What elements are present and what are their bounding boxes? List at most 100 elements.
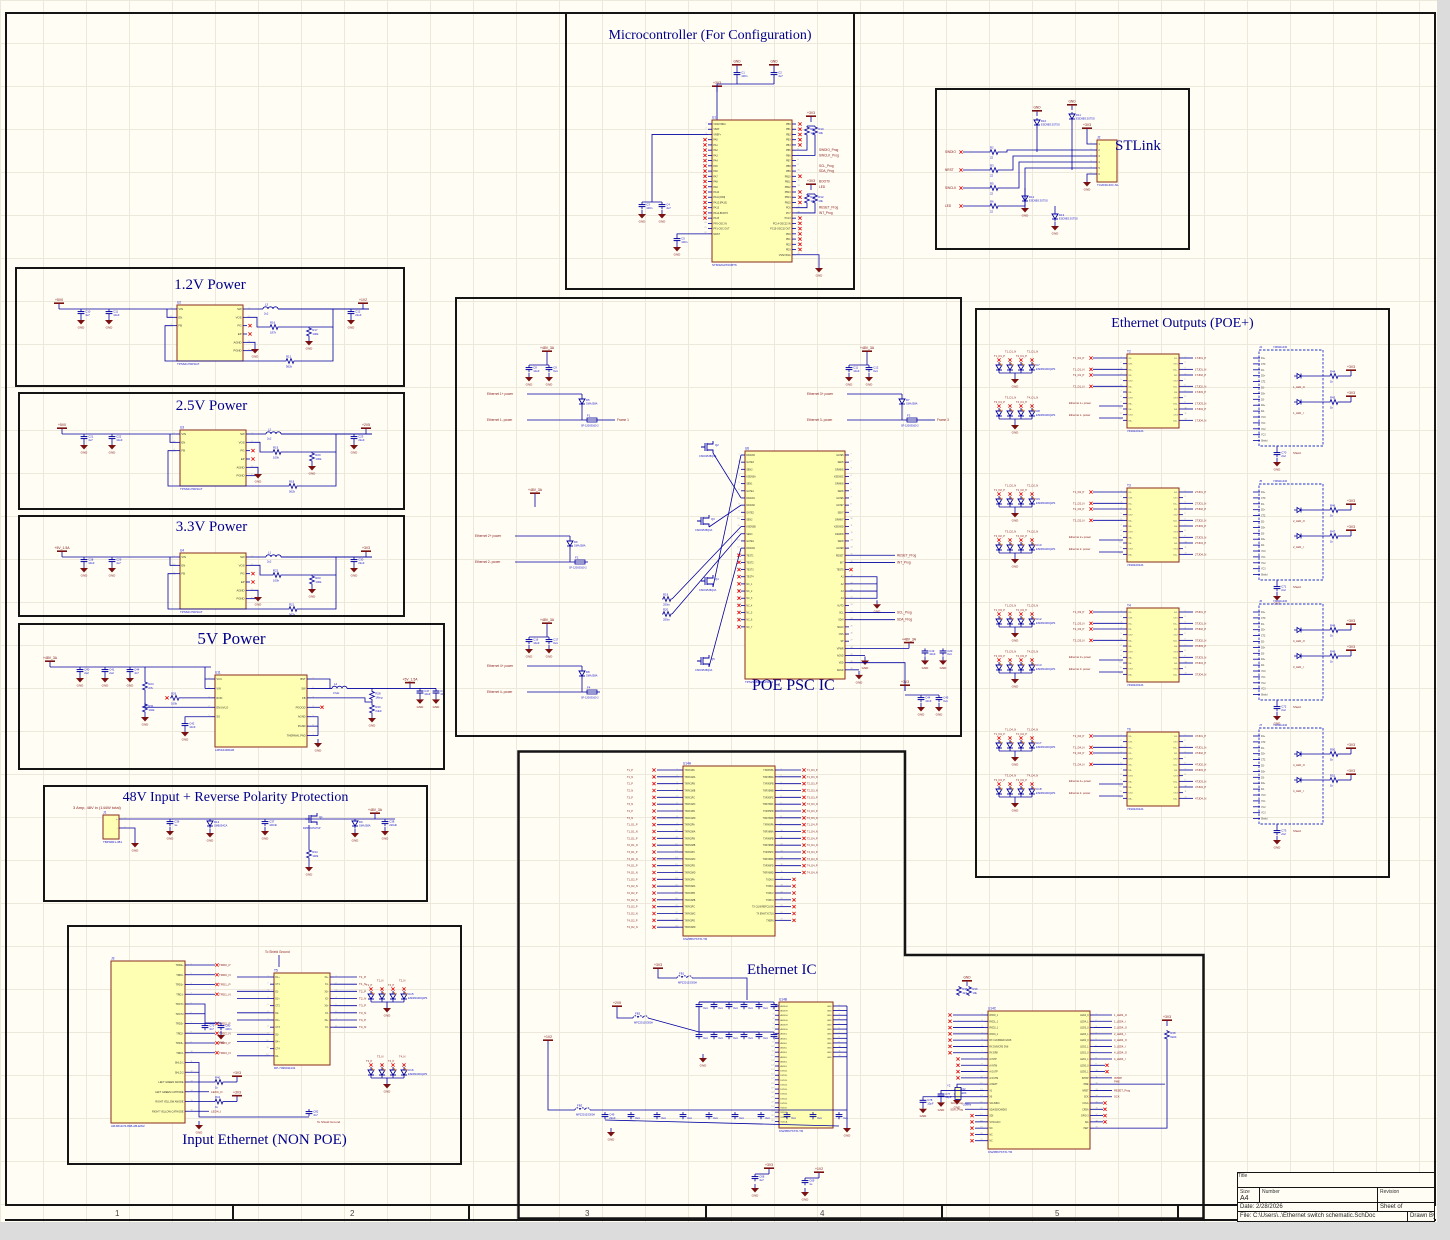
esd-diode[interactable] bbox=[1028, 544, 1036, 551]
ferrite-bead[interactable] bbox=[574, 1107, 591, 1111]
wire[interactable] bbox=[651, 134, 708, 202]
wire[interactable] bbox=[123, 827, 136, 839]
mosfet[interactable] bbox=[697, 515, 710, 527]
mosfet[interactable] bbox=[697, 655, 710, 667]
tvs-diode[interactable] bbox=[206, 820, 214, 827]
resistor[interactable] bbox=[1329, 506, 1339, 514]
esd-diode[interactable] bbox=[1006, 788, 1014, 795]
resistor[interactable] bbox=[368, 690, 376, 701]
wire[interactable] bbox=[250, 564, 272, 576]
esd-diode[interactable] bbox=[1017, 742, 1025, 749]
wire[interactable] bbox=[796, 204, 808, 209]
rj45-connector[interactable] bbox=[1258, 727, 1324, 825]
resistor[interactable] bbox=[214, 1098, 224, 1105]
wire[interactable] bbox=[1094, 1040, 1168, 1129]
resistor[interactable] bbox=[305, 849, 313, 859]
ic[interactable] bbox=[1096, 139, 1118, 183]
wire[interactable] bbox=[547, 1046, 575, 1111]
wire[interactable] bbox=[922, 1096, 963, 1098]
esd-diode[interactable] bbox=[1006, 410, 1014, 417]
led[interactable] bbox=[1294, 372, 1305, 380]
ic[interactable] bbox=[110, 960, 186, 1124]
wire[interactable] bbox=[796, 136, 816, 156]
wire[interactable] bbox=[311, 697, 372, 703]
tvs-diode[interactable] bbox=[1021, 195, 1029, 202]
esd-diode[interactable] bbox=[1006, 742, 1014, 749]
resistor[interactable] bbox=[288, 605, 298, 613]
esd-diode[interactable] bbox=[1006, 618, 1014, 625]
tvs-diode[interactable] bbox=[1033, 119, 1041, 126]
resistor[interactable] bbox=[1329, 532, 1339, 540]
wire[interactable] bbox=[311, 678, 331, 689]
wire[interactable] bbox=[169, 434, 176, 443]
wire[interactable] bbox=[796, 204, 816, 214]
esd-diode[interactable] bbox=[995, 618, 1003, 625]
wire[interactable] bbox=[184, 716, 211, 721]
inductor[interactable] bbox=[265, 431, 282, 435]
led[interactable] bbox=[1294, 506, 1305, 514]
esd-diode[interactable] bbox=[1017, 544, 1025, 551]
wire[interactable] bbox=[198, 1072, 309, 1118]
wire[interactable] bbox=[166, 309, 173, 318]
resistor[interactable] bbox=[811, 194, 819, 204]
wire[interactable] bbox=[956, 1083, 984, 1086]
wire[interactable] bbox=[312, 557, 337, 576]
wire[interactable] bbox=[309, 309, 334, 328]
led[interactable] bbox=[1294, 776, 1305, 784]
wire[interactable] bbox=[692, 977, 748, 1000]
led[interactable] bbox=[1294, 398, 1305, 406]
led[interactable] bbox=[1294, 652, 1305, 660]
esd-diode[interactable] bbox=[1006, 544, 1014, 551]
wire[interactable] bbox=[189, 1003, 206, 1023]
wire[interactable] bbox=[999, 167, 1093, 207]
wire[interactable] bbox=[708, 504, 742, 528]
esd-diode[interactable] bbox=[995, 410, 1003, 417]
wire[interactable] bbox=[164, 325, 285, 362]
tvs-diode[interactable] bbox=[1068, 113, 1076, 120]
wire[interactable] bbox=[676, 233, 708, 236]
wire[interactable] bbox=[796, 136, 808, 151]
resistor[interactable] bbox=[989, 184, 999, 192]
esd-diode[interactable] bbox=[1017, 664, 1025, 671]
resistor[interactable] bbox=[308, 452, 316, 462]
resistor[interactable] bbox=[811, 126, 819, 136]
wire[interactable] bbox=[796, 254, 820, 264]
esd-diode[interactable] bbox=[1017, 498, 1025, 505]
resistor[interactable] bbox=[1329, 372, 1339, 380]
mosfet[interactable] bbox=[701, 441, 714, 453]
ic[interactable] bbox=[682, 765, 776, 937]
esd-diode[interactable] bbox=[995, 364, 1003, 371]
led[interactable] bbox=[1294, 626, 1305, 634]
wire[interactable] bbox=[849, 662, 906, 691]
ic[interactable] bbox=[1126, 731, 1180, 807]
resistor[interactable] bbox=[1163, 1030, 1171, 1040]
rj45-connector[interactable] bbox=[1258, 349, 1324, 447]
wire[interactable] bbox=[167, 573, 288, 610]
inductor[interactable] bbox=[265, 554, 282, 558]
esd-diode[interactable] bbox=[1028, 618, 1036, 625]
schematic-sheet[interactable]: 123456 Microcontroller (For Configuratio… bbox=[0, 0, 1437, 1222]
resistor[interactable] bbox=[662, 610, 672, 618]
esd-diode[interactable] bbox=[389, 1069, 397, 1076]
esd-diode[interactable] bbox=[378, 993, 386, 1000]
esd-diode[interactable] bbox=[1017, 618, 1025, 625]
resistor[interactable] bbox=[368, 704, 376, 714]
tvs-diode[interactable] bbox=[566, 540, 574, 547]
ic[interactable] bbox=[1126, 353, 1180, 429]
esd-diode[interactable] bbox=[1028, 664, 1036, 671]
wire[interactable] bbox=[250, 441, 272, 453]
wire[interactable] bbox=[247, 341, 256, 345]
esd-diode[interactable] bbox=[400, 993, 408, 1000]
ic[interactable] bbox=[214, 674, 308, 748]
rj45-connector[interactable] bbox=[1258, 483, 1324, 581]
resistor[interactable] bbox=[1329, 776, 1339, 784]
resistor[interactable] bbox=[305, 327, 313, 337]
wire[interactable] bbox=[616, 1012, 633, 1019]
resistor[interactable] bbox=[141, 681, 149, 691]
esd-diode[interactable] bbox=[378, 1069, 386, 1076]
esd-diode[interactable] bbox=[1017, 410, 1025, 417]
resistor[interactable] bbox=[214, 1078, 224, 1086]
resistor[interactable] bbox=[1329, 626, 1339, 634]
esd-diode[interactable] bbox=[995, 544, 1003, 551]
esd-diode[interactable] bbox=[400, 1069, 408, 1076]
